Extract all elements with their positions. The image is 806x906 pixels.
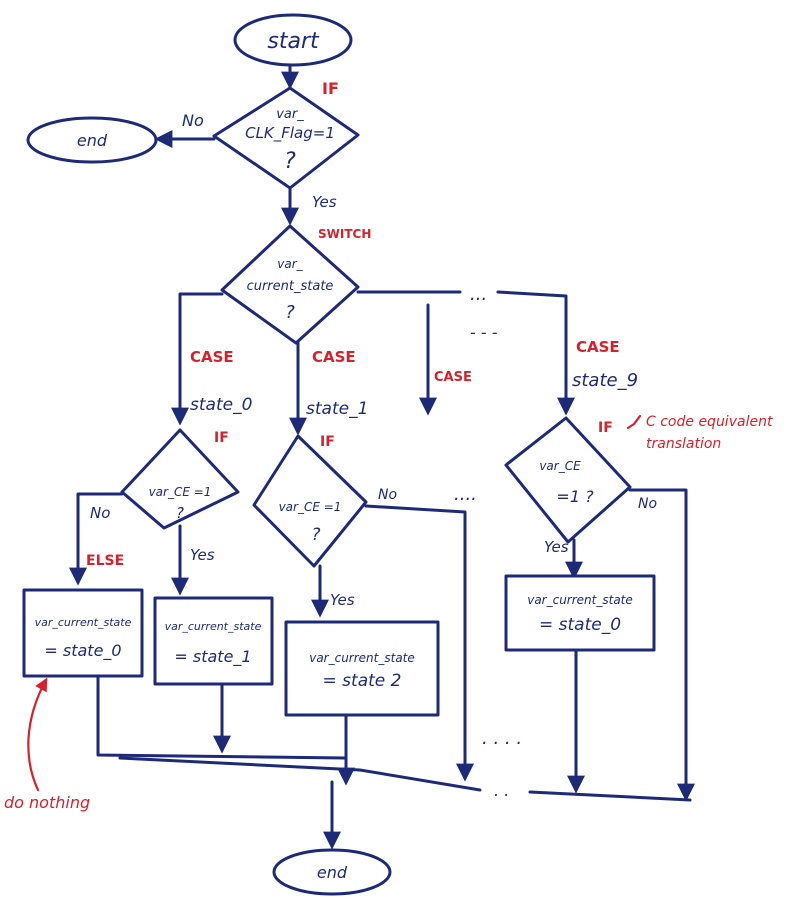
state-decision-line2: current_state [247, 279, 334, 294]
process-box-state-1: var_current_state = state_1 [153, 596, 274, 686]
bottom-dots-bus: . . [494, 781, 509, 800]
case-label-1: state_1 [306, 399, 368, 419]
clk-decision-question: ? [284, 149, 296, 174]
branch-case-9 [496, 290, 575, 416]
clk-yes-label: Yes [312, 193, 337, 211]
box9-line1: var_current_state [527, 593, 633, 607]
if-keyword-clk: IF [322, 79, 339, 98]
arrow-if0-no [69, 492, 124, 586]
if9-yes-label: Yes [544, 538, 569, 556]
end-bottom-label: end [317, 863, 348, 882]
start-terminal: start [233, 13, 353, 67]
if0-question: ? [176, 504, 184, 522]
if9-no-label: No [638, 496, 657, 512]
end-terminal-top: end [26, 116, 158, 164]
if0-condition: var_CE =1 [149, 485, 212, 499]
case-keyword-n: CASE [434, 370, 472, 385]
if1-no-label: No [378, 487, 397, 503]
if-keyword-0: IF [214, 430, 229, 446]
branch-case-0 [171, 292, 224, 426]
process-box-state-0: var_current_state = state_0 [22, 588, 144, 678]
if-dots: .... [454, 484, 477, 505]
decision-if-state-1: var_CE =1 ? [252, 434, 368, 568]
decision-clk-flag: var_ CLK_Flag=1 ? [212, 86, 360, 190]
if0-no-label: No [90, 504, 110, 522]
switch-dots-top: ... [470, 284, 487, 305]
box2-line2: = state 2 [323, 671, 402, 691]
c-code-note-line2: translation [646, 436, 721, 452]
if9-condition-line2: =1 ? [556, 487, 594, 506]
switch-keyword: SWITCH [318, 227, 371, 241]
clk-decision-line2: CLK_Flag=1 [245, 124, 335, 143]
if1-yes-label: Yes [330, 591, 355, 609]
clk-decision-line1: var_ [276, 107, 304, 122]
decision-if-state-0: var_CE =1 ? [120, 428, 240, 530]
end-top-label: end [77, 131, 108, 150]
if0-yes-label: Yes [190, 546, 215, 564]
c-code-note-line1: C code equivalent [646, 414, 773, 430]
case-label-0: state_0 [190, 395, 252, 415]
end-terminal-bottom: end [272, 848, 392, 896]
box9-line2: = state_0 [539, 615, 621, 635]
decision-current-state: var_ current_state ? [220, 224, 360, 345]
if1-question: ? [311, 525, 320, 545]
case-keyword-9: CASE [576, 338, 620, 356]
if-keyword-9: IF [598, 420, 613, 436]
state-decision-line1: var_ [277, 257, 303, 271]
decision-if-state-9: var_CE =1 ? [504, 416, 632, 544]
if9-condition-line1: var_CE [539, 459, 581, 473]
box1-line2: = state_1 [174, 647, 251, 667]
box0-line2: = state_0 [44, 641, 121, 661]
box2-line1: var_current_state [309, 651, 415, 665]
if1-condition: var_CE =1 [279, 500, 342, 514]
case-keyword-1: CASE [312, 348, 356, 366]
do-nothing-arrow [27, 677, 48, 792]
process-box-state-9: var_current_state = state_0 [504, 574, 656, 652]
else-keyword: ELSE [86, 553, 124, 569]
bottom-dots-mid: . . . . [482, 728, 522, 749]
merge-from-box0 [96, 674, 347, 760]
do-nothing-label: do nothing [4, 793, 90, 812]
switch-dots-mid: - - - [470, 323, 498, 342]
clk-no-label: No [182, 111, 204, 130]
process-box-state-2: var_current_state = state 2 [284, 620, 440, 717]
case-keyword-0: CASE [190, 348, 234, 366]
annotation-tick [626, 414, 642, 430]
arrow-if1-no [364, 504, 474, 782]
arrow-if9-no [628, 488, 695, 802]
state-decision-question: ? [285, 302, 295, 323]
box1-line1: var_current_state [165, 620, 262, 633]
box0-line1: var_current_state [35, 616, 132, 629]
if-keyword-1: IF [320, 434, 335, 450]
start-label: start [267, 29, 320, 54]
merge-bus-right [528, 790, 692, 802]
case-label-9: state_9 [572, 370, 638, 391]
merge-bus-left [118, 756, 482, 792]
